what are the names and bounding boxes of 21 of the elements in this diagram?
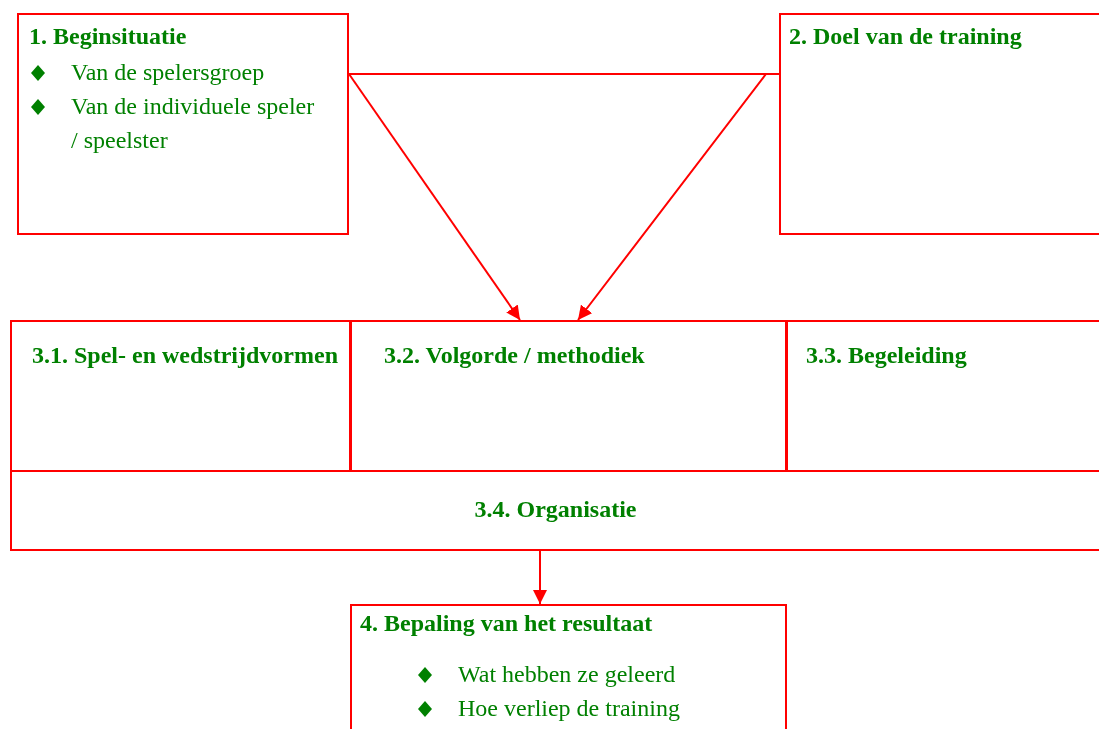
text-box: [10, 470, 1099, 551]
text-box: [350, 320, 787, 472]
heading: 3.4. Organisatie: [473, 495, 638, 524]
heading: 2. Doel van de training: [789, 22, 1022, 51]
text-box: [786, 320, 1099, 472]
text-box: [17, 13, 349, 235]
bullet-text: Van de spelersgroep: [71, 58, 265, 87]
heading: 4. Bepaling van het resultaat: [360, 609, 653, 638]
heading: 3.1. Spel- en wedstrijdvormen: [32, 341, 339, 370]
bullet-text: Hoe verliep de training: [458, 694, 680, 723]
bullet-text: Wat hebben ze geleerd: [458, 660, 676, 689]
heading: 1. Beginsituatie: [29, 22, 187, 51]
arrow: [348, 73, 521, 321]
arrow: [577, 73, 780, 321]
heading: 3.3. Begeleiding: [806, 341, 967, 370]
bullet-text: Van de individuele speler / speelster: [71, 92, 316, 155]
heading: 3.2. Volgorde / methodiek: [384, 341, 645, 370]
text-box: [350, 604, 787, 729]
arrow: [533, 550, 547, 605]
text-box: [779, 13, 1099, 235]
text-box: [10, 320, 351, 472]
